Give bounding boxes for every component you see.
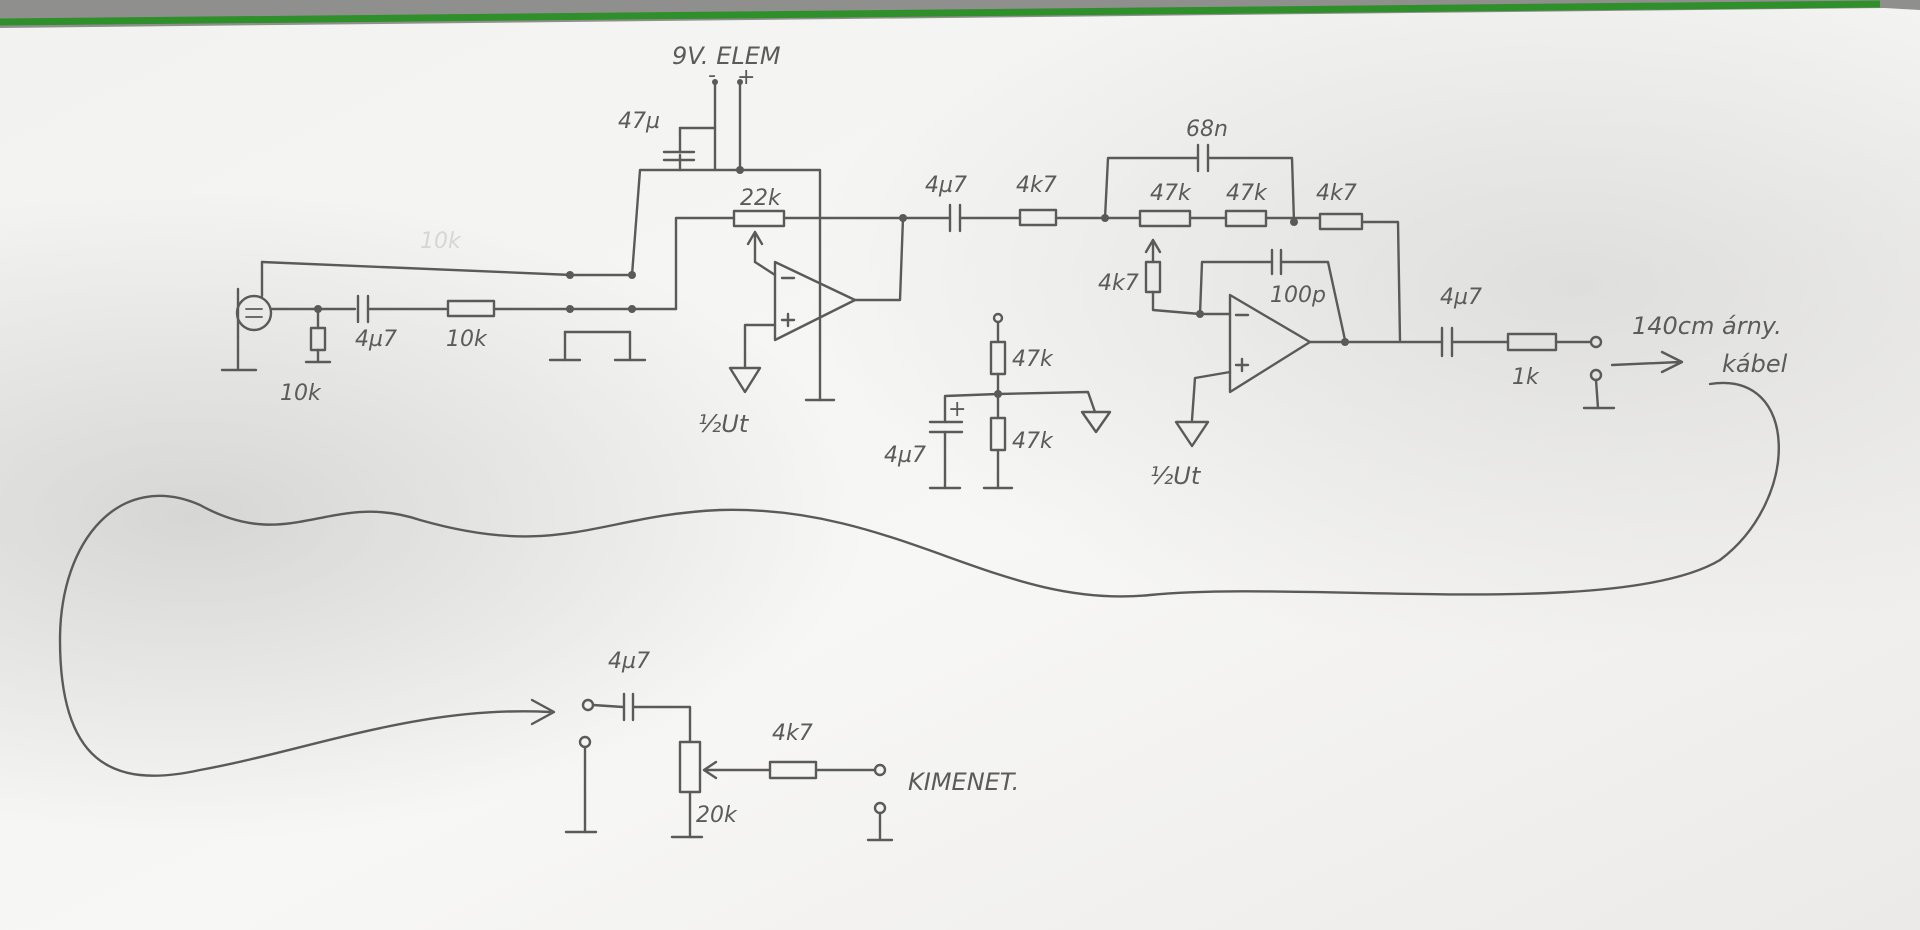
label-cable-2: kábel: [1722, 350, 1788, 378]
label-pot-20k: 20k: [696, 803, 738, 828]
label-div-plus: +: [948, 397, 966, 422]
label-pot-22k: 22k: [740, 186, 782, 211]
label-cable: 140cm árny.: [1632, 312, 1782, 340]
label-div-47k-top: 47k: [1012, 347, 1054, 372]
label-half-ut-2: ½Ut: [1150, 462, 1202, 490]
label-res-47k: 47k: [1226, 181, 1268, 206]
label-cap-68n: 68n: [1186, 117, 1228, 142]
input-stage: [220, 168, 836, 402]
label-cap-100p: 100p: [1270, 283, 1326, 308]
label-cap-battery: 47µ: [618, 109, 660, 134]
shielded-cable: [58, 381, 1780, 777]
output-stage: [1343, 326, 1684, 410]
label-div-47k-bot: 47k: [1012, 429, 1054, 454]
label-cap-in: 4µ7: [355, 327, 397, 352]
label-div-cap: 4µ7: [884, 443, 926, 468]
microphone-symbol: [220, 287, 273, 372]
label-cap-out1: 4µ7: [925, 173, 967, 198]
label-pot-47k: 47k: [1150, 181, 1192, 206]
label-cap-end: 4µ7: [608, 649, 650, 674]
final-output-network: [564, 692, 894, 842]
label-battery-plus: +: [737, 65, 755, 90]
label-battery-minus: -: [708, 63, 716, 88]
label-res-mic: 10k: [280, 381, 322, 406]
label-res-in: 10k: [446, 327, 488, 352]
label-res-4k7-b: 4k7: [1316, 181, 1357, 206]
opamp-1: [728, 209, 907, 394]
opamp-2: [1174, 293, 1349, 448]
battery-section: [662, 79, 744, 174]
tone-stage: [901, 143, 1402, 342]
label-battery: 9V. ELEM: [672, 42, 781, 70]
label-cap-out2: 4µ7: [1440, 285, 1482, 310]
label-res-end: 4k7: [772, 721, 813, 746]
label-output: KIMENET.: [908, 768, 1019, 796]
label-half-ut-1: ½Ut: [698, 410, 750, 438]
label-res-4k7-v: 4k7: [1098, 271, 1139, 296]
schematic-labels: 9V. ELEM - + 47µ 22k 10k 4µ7 10k 10k ½Ut…: [280, 42, 1788, 828]
voltage-divider: [928, 312, 1112, 490]
label-faint-10k: 10k: [420, 229, 462, 254]
label-res-1k: 1k: [1512, 365, 1540, 390]
label-res-4k7-a: 4k7: [1016, 173, 1057, 198]
